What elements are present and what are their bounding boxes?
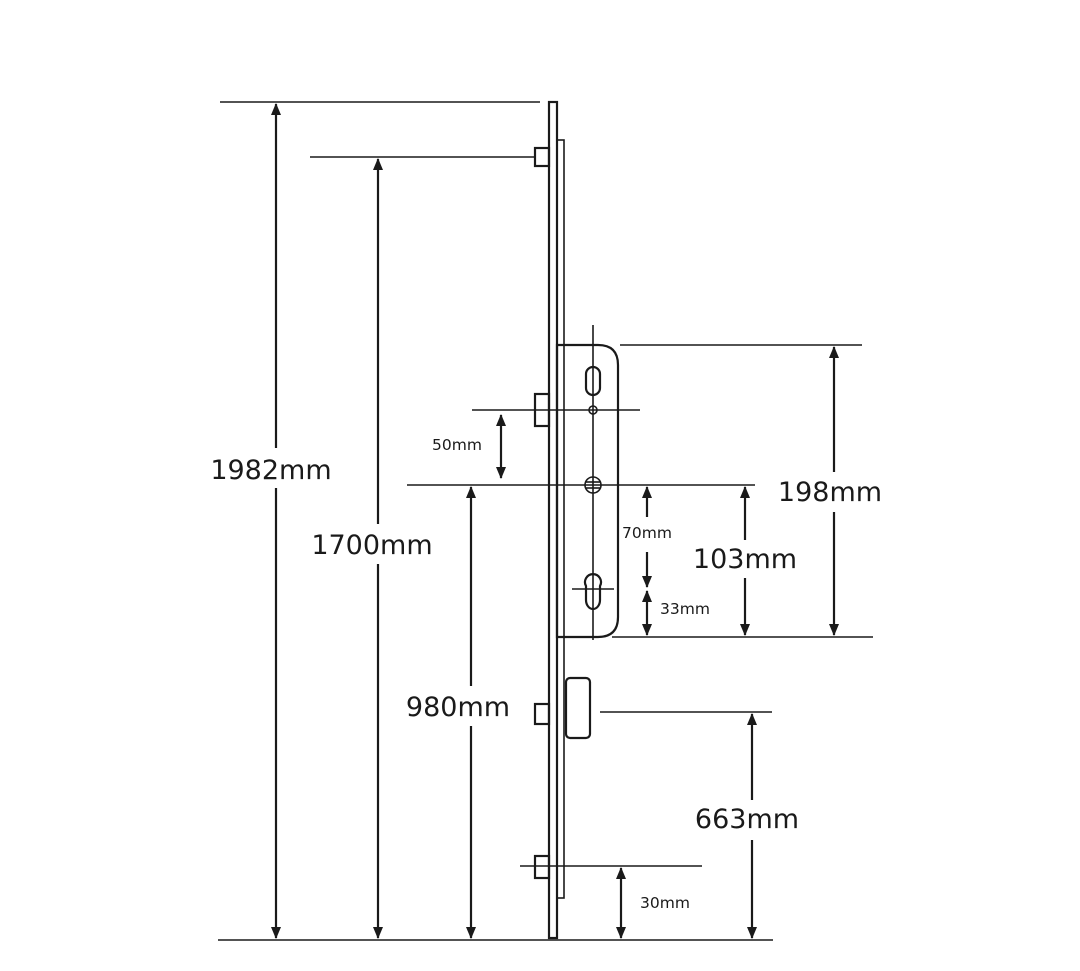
lock-body [533,100,620,940]
gearbox-case [555,343,620,639]
label-overall-height: 1982mm [210,455,331,486]
label-cylinder-to-bottom: 33mm [660,600,710,618]
label-centres: 70mm [622,524,672,542]
label-handle-height: 980mm [406,692,510,723]
label-cam-to-spindle: 50mm [432,436,482,454]
dimension-labels: 1982mm 1700mm 980mm 198mm 103mm 663mm 50… [206,436,886,912]
lower-hook-bolt [533,702,551,726]
label-case-height: 198mm [778,477,882,508]
label-top-hook-height: 1700mm [311,530,432,561]
extension-lines [218,101,873,941]
label-lower-hook-height: 663mm [695,804,799,835]
label-spindle-to-bottom: 103mm [693,544,797,575]
euro-cylinder-hole [583,573,603,611]
lower-gearbox [564,676,592,740]
cam-slot [584,365,602,397]
bottom-hook-bolt [533,854,551,880]
faceplate [547,100,559,940]
top-hook-bolt [533,146,551,168]
label-bottom-hook-offset: 30mm [640,894,690,912]
